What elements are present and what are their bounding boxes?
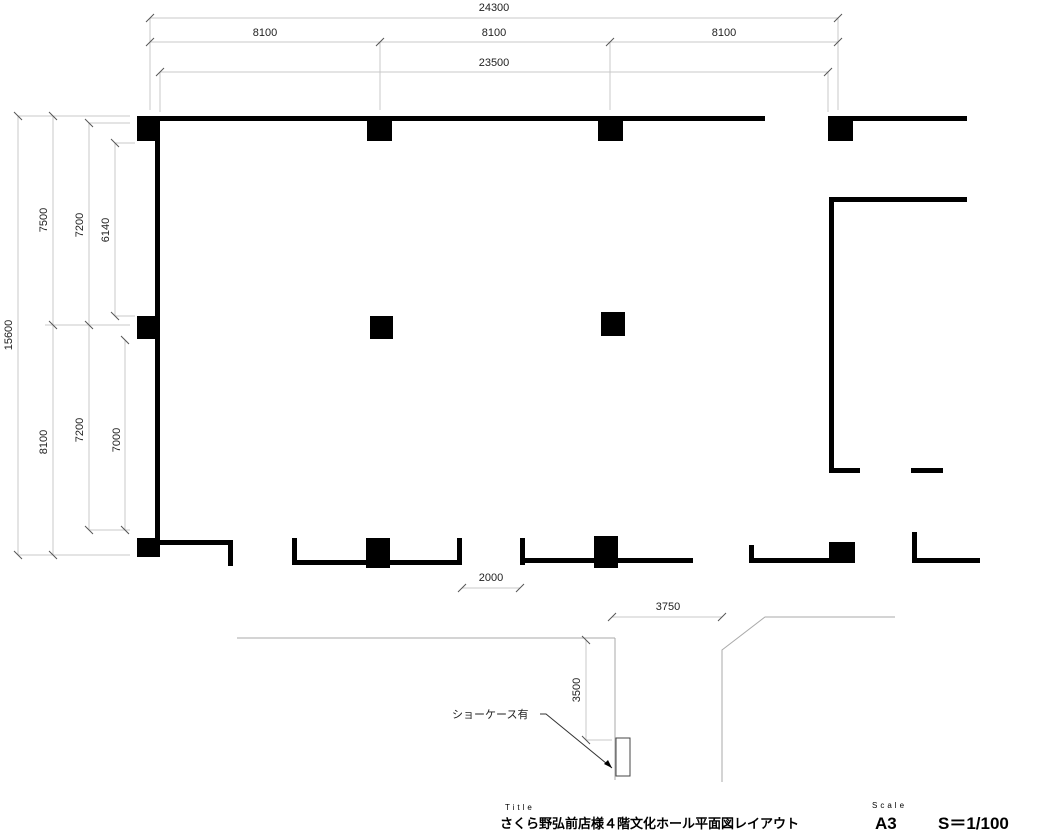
showcase-annotation: ショーケース有 [452,707,528,721]
title-block: Title さくら野弘前店様４階文化ホール平面図レイアウト Scale A3 S… [500,801,1009,833]
dim-depth-a-bottom: 8100 [38,430,50,454]
dim-depth-c-top: 6140 [100,218,112,242]
dim-depth-b-bottom: 7200 [74,418,86,442]
dim-overall-width: 24300 [479,2,510,14]
dim-depth-c-bottom: 7000 [111,428,123,452]
drawing-title: さくら野弘前店様４階文化ホール平面図レイアウト [500,816,799,831]
opening-dimension: 2000 [457,572,525,593]
dim-bay-2: 8100 [482,27,506,39]
corridor: 3750 3500 ショーケース有 [237,601,895,782]
dim-inner-width: 23500 [479,57,510,69]
dim-depth-b-top: 7200 [74,213,86,237]
left-dimensions: 15600 7500 8100 7200 7200 6140 7000 [3,111,135,560]
dim-corridor-depth: 3500 [571,678,583,702]
walls [137,116,980,566]
scale-label: Scale [872,801,907,810]
dim-depth-a-top: 7500 [38,208,50,232]
dim-overall-depth: 15600 [3,320,15,351]
title-label: Title [505,803,535,812]
dim-corridor-width: 3750 [656,601,680,613]
leader-line [540,713,613,769]
showcase [615,737,631,777]
top-dimensions: 24300 8100 8100 8100 23500 [145,2,843,112]
drawing-scale: S＝1/100 [938,814,1009,833]
columns [137,116,855,568]
paper-size: A3 [875,814,897,833]
dim-opening: 2000 [479,572,503,584]
dim-bay-3: 8100 [712,27,736,39]
dim-bay-1: 8100 [253,27,277,39]
